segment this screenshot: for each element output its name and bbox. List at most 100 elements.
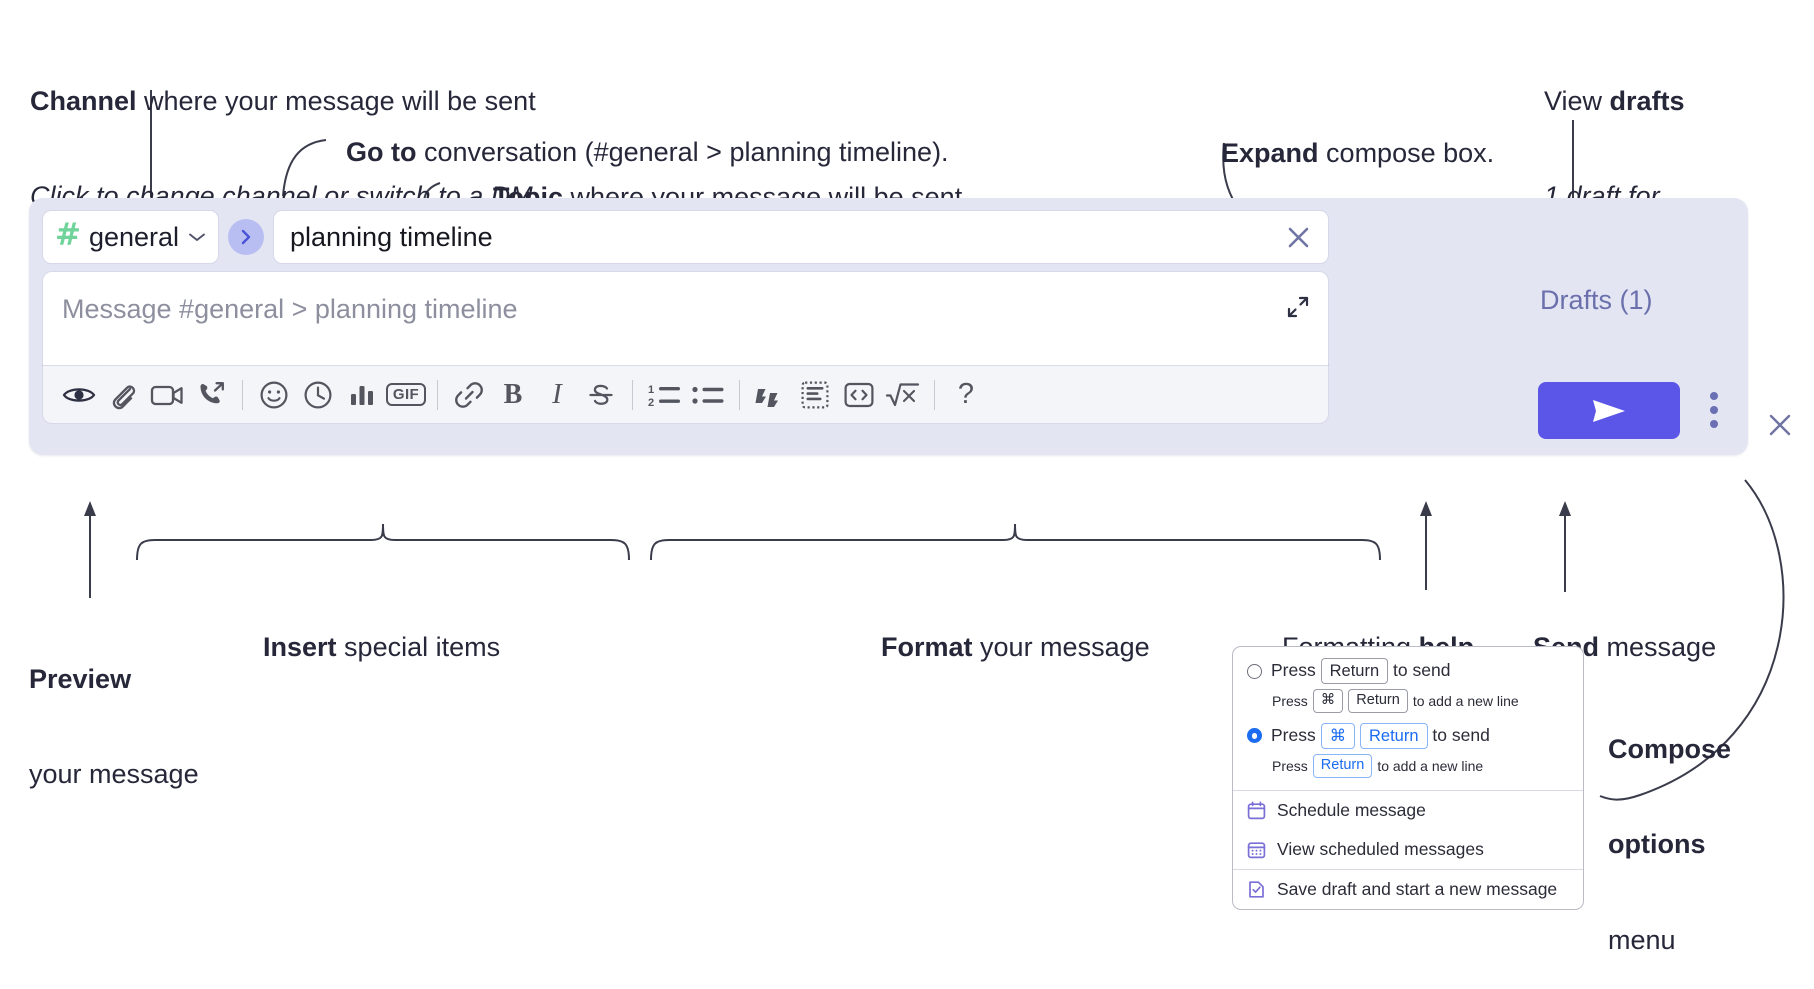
- menu-item-view-scheduled-label: View scheduled messages: [1277, 838, 1484, 859]
- channel-name: general: [88, 221, 180, 252]
- kebab-dot-1: [1710, 392, 1718, 400]
- calendar-grid-icon: [1247, 840, 1266, 859]
- radio-return-sub-suffix: to add a new line: [1412, 693, 1519, 710]
- gif-icon[interactable]: GIF: [384, 373, 428, 417]
- svg-text:1: 1: [648, 384, 654, 396]
- formatting-toolbar: GIF B I: [43, 365, 1328, 423]
- annotation-format-bold: Format: [881, 631, 973, 662]
- gif-label: GIF: [385, 382, 427, 407]
- menu-item-save-draft-label: Save draft and start a new message: [1277, 878, 1558, 899]
- help-label: ?: [957, 378, 975, 410]
- chevron-down-icon: [187, 228, 207, 247]
- code-icon[interactable]: [837, 373, 881, 417]
- channel-selector[interactable]: # general: [43, 211, 218, 263]
- video-icon[interactable]: [145, 373, 189, 417]
- bulleted-list-icon[interactable]: [686, 373, 730, 417]
- menu-divider-2: [1233, 868, 1583, 870]
- annotation-compose-options: Compose options menu: [1608, 670, 1731, 989]
- annotation-insert: Insert special items: [248, 600, 500, 664]
- annotation-expand-bold: Expand: [1221, 137, 1319, 168]
- annotation-channel-bold: Channel: [30, 85, 137, 116]
- annotation-drafts-prefix: View: [1544, 85, 1610, 116]
- compose-inner: # general planning timeline Message #gen…: [43, 211, 1328, 423]
- clock-icon[interactable]: [296, 373, 340, 417]
- annotation-compose-options-line3: menu: [1608, 924, 1676, 955]
- message-placeholder: Message #general > planning timeline: [62, 294, 518, 324]
- topic-input[interactable]: planning timeline: [274, 211, 1328, 263]
- ordered-list-icon[interactable]: 1 2: [642, 373, 686, 417]
- code-block-icon[interactable]: [793, 373, 837, 417]
- attachment-icon[interactable]: [101, 373, 145, 417]
- key-return-2: Return: [1348, 689, 1408, 713]
- key-return-4: Return: [1312, 754, 1373, 778]
- annotation-goto: Go to conversation (#general > planning …: [331, 105, 949, 169]
- toolbar-separator-1: [242, 379, 243, 410]
- help-icon[interactable]: ?: [944, 373, 988, 417]
- annotation-preview-bold: Preview: [29, 663, 132, 694]
- annotation-preview: Preview your message: [29, 600, 199, 823]
- radio-return-prefix: Press: [1271, 660, 1316, 680]
- hash-icon: #: [55, 217, 81, 253]
- radio-cmd-return-suffix: to send: [1432, 724, 1490, 745]
- chevron-right-icon: [241, 229, 251, 245]
- poll-icon[interactable]: [340, 373, 384, 417]
- key-return-3: Return: [1359, 722, 1428, 750]
- annotation-format: Format your message: [866, 600, 1150, 664]
- send-option-return[interactable]: Press Return to send Press ⌘ Return to a…: [1233, 647, 1583, 718]
- menu-item-save-draft[interactable]: Save draft and start a new message: [1233, 870, 1583, 909]
- expand-icon[interactable]: [1285, 294, 1311, 325]
- annotation-drafts-bold: drafts: [1609, 85, 1685, 116]
- radio-cmd-return-sub-suffix: to add a new line: [1377, 757, 1484, 774]
- strikethrough-icon[interactable]: [579, 373, 623, 417]
- menu-item-view-scheduled[interactable]: View scheduled messages: [1233, 830, 1583, 869]
- link-icon[interactable]: [447, 373, 491, 417]
- close-icon[interactable]: [1283, 222, 1314, 253]
- annotation-goto-rest: conversation (#general > planning timeli…: [416, 136, 949, 167]
- radio-cmd-return-sub: Press Return to add a new line: [1272, 754, 1569, 778]
- bold-label: B: [503, 378, 523, 410]
- send-option-cmd-return[interactable]: Press ⌘ Return to send Press Return to a…: [1233, 718, 1583, 790]
- blockquote-icon[interactable]: [749, 376, 793, 420]
- radio-cmd-return-sub-prefix: Press: [1272, 757, 1308, 774]
- menu-item-schedule-message[interactable]: Schedule message: [1233, 791, 1583, 830]
- key-cmd: ⌘: [1312, 689, 1344, 713]
- annotation-compose-options-line2: options: [1608, 829, 1706, 860]
- menu-divider-1: [1233, 789, 1583, 791]
- save-draft-icon: [1247, 880, 1266, 899]
- close-compose-icon[interactable]: [1764, 409, 1796, 446]
- toolbar-separator-5: [934, 379, 935, 410]
- key-return: Return: [1320, 658, 1389, 685]
- radio-cmd-return[interactable]: [1247, 728, 1262, 744]
- menu-item-schedule-message-label: Schedule message: [1277, 799, 1426, 820]
- toolbar-separator-2: [437, 379, 438, 410]
- preview-icon[interactable]: [57, 373, 101, 417]
- key-cmd-2: ⌘: [1320, 722, 1356, 750]
- drafts-link[interactable]: Drafts (1): [1540, 285, 1653, 315]
- radio-return[interactable]: [1247, 663, 1262, 679]
- annotation-channel-rest: where your message will be sent: [136, 85, 536, 116]
- radio-return-suffix: to send: [1393, 660, 1451, 680]
- radio-return-label: Press Return to send: [1271, 658, 1451, 685]
- send-button[interactable]: [1538, 382, 1680, 439]
- italic-icon[interactable]: I: [535, 373, 579, 417]
- bold-icon[interactable]: B: [491, 373, 535, 417]
- audio-call-icon[interactable]: [189, 373, 233, 417]
- annotation-insert-rest: special items: [336, 631, 501, 662]
- kebab-dot-2: [1710, 406, 1718, 414]
- radio-return-sub: Press ⌘ Return to add a new line: [1272, 689, 1569, 713]
- annotation-expand-rest: compose box.: [1318, 137, 1495, 168]
- goto-conversation-button[interactable]: [228, 219, 264, 255]
- emoji-icon[interactable]: [252, 373, 296, 417]
- compose-widget: # general planning timeline Message #gen…: [29, 198, 1791, 455]
- calendar-icon: [1247, 801, 1266, 820]
- annotation-compose-options-line1: Compose: [1608, 733, 1732, 764]
- message-input[interactable]: Message #general > planning timeline: [43, 272, 1328, 365]
- radio-return-sub-prefix: Press: [1272, 693, 1308, 710]
- compose-options-button[interactable]: [1710, 392, 1718, 428]
- math-icon[interactable]: [881, 373, 925, 417]
- compose-header-row: # general planning timeline: [43, 211, 1328, 263]
- kebab-dot-3: [1710, 420, 1718, 428]
- annotation-preview-line2: your message: [29, 759, 199, 790]
- svg-text:2: 2: [648, 397, 654, 408]
- toolbar-separator-3: [632, 379, 633, 410]
